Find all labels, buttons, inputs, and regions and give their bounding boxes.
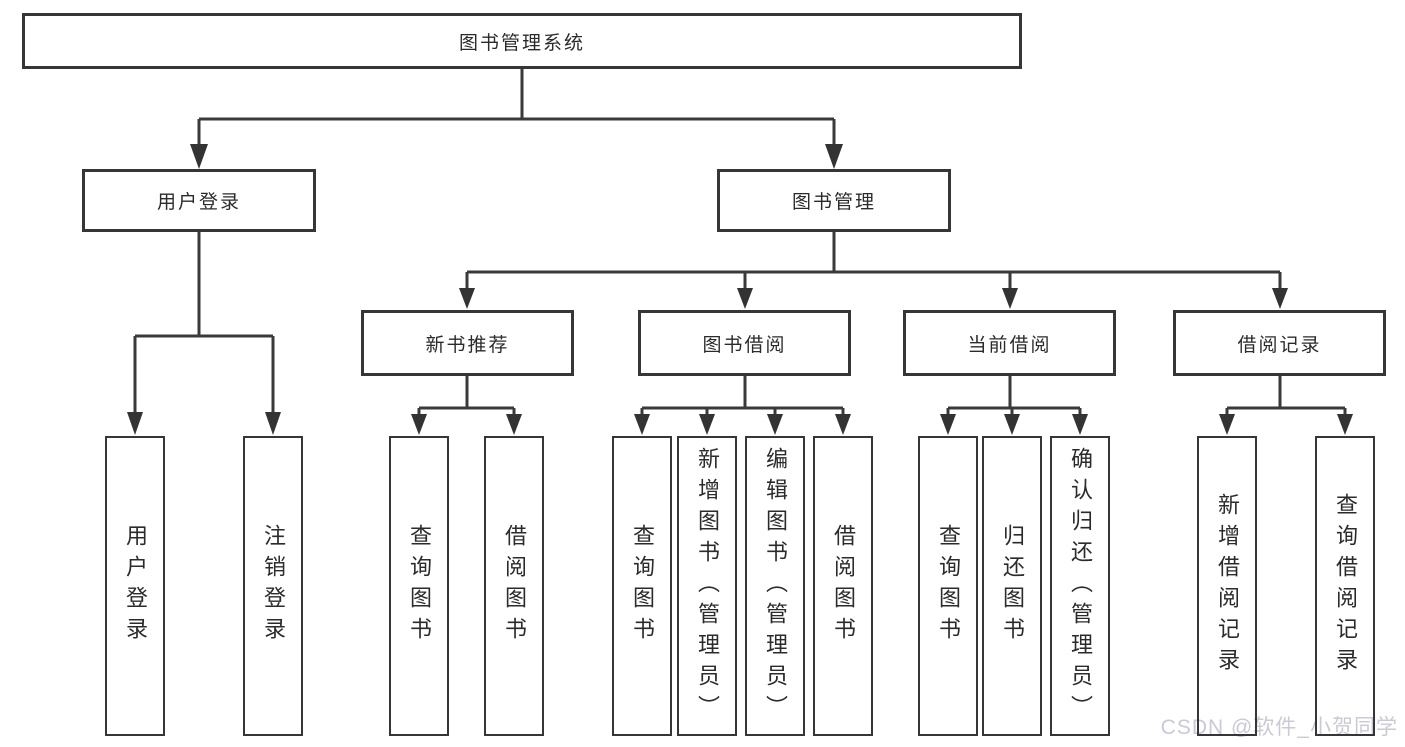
leaf-query-book-1-label: 查询图书 bbox=[407, 524, 432, 648]
node-root-label: 图书管理系统 bbox=[458, 32, 585, 54]
node-book-borrow-label: 图书借阅 bbox=[702, 334, 787, 356]
node-book-management: 图书管理 bbox=[717, 169, 951, 232]
node-new-book-recommend: 新书推荐 bbox=[361, 310, 574, 376]
node-borrow-record-label: 借阅记录 bbox=[1237, 334, 1322, 356]
leaf-add-borrow-record: 新增借阅记录 bbox=[1197, 436, 1257, 736]
node-current-borrow-label: 当前借阅 bbox=[967, 334, 1052, 356]
leaf-return-book: 归还图书 bbox=[982, 436, 1042, 736]
leaf-logout-label: 注销登录 bbox=[261, 524, 286, 648]
leaf-edit-book-admin-label: 编辑图书（管理员） bbox=[763, 446, 788, 726]
node-book-management-label: 图书管理 bbox=[791, 192, 876, 213]
leaf-confirm-return-admin: 确认归还（管理员） bbox=[1050, 436, 1110, 736]
leaf-edit-book-admin: 编辑图书（管理员） bbox=[745, 436, 805, 736]
leaf-add-book-admin: 新增图书（管理员） bbox=[677, 436, 737, 736]
leaf-query-book-2: 查询图书 bbox=[612, 436, 672, 736]
leaf-query-book-1: 查询图书 bbox=[389, 436, 449, 736]
leaf-borrow-book-1: 借阅图书 bbox=[484, 436, 544, 736]
leaf-borrow-book-2-label: 借阅图书 bbox=[831, 524, 856, 648]
node-book-borrow: 图书借阅 bbox=[638, 310, 851, 376]
leaf-query-borrow-record-label: 查询借阅记录 bbox=[1333, 493, 1358, 679]
node-user-login-label: 用户登录 bbox=[156, 192, 241, 213]
arrowheads bbox=[127, 144, 1353, 435]
node-root: 图书管理系统 bbox=[22, 13, 1022, 69]
node-current-borrow: 当前借阅 bbox=[903, 310, 1116, 376]
leaf-return-book-label: 归还图书 bbox=[1000, 524, 1025, 648]
leaf-query-book-3: 查询图书 bbox=[918, 436, 978, 736]
leaf-borrow-book-2: 借阅图书 bbox=[813, 436, 873, 736]
leaf-user-login-label: 用户登录 bbox=[123, 524, 148, 648]
node-new-book-recommend-label: 新书推荐 bbox=[425, 334, 510, 356]
leaf-add-book-admin-label: 新增图书（管理员） bbox=[695, 446, 720, 726]
node-borrow-record: 借阅记录 bbox=[1173, 310, 1386, 376]
leaf-user-login: 用户登录 bbox=[105, 436, 165, 736]
leaf-query-book-3-label: 查询图书 bbox=[936, 524, 961, 648]
leaf-borrow-book-1-label: 借阅图书 bbox=[502, 524, 527, 648]
node-user-login: 用户登录 bbox=[82, 169, 316, 232]
leaf-query-book-2-label: 查询图书 bbox=[630, 524, 655, 648]
leaf-logout: 注销登录 bbox=[243, 436, 303, 736]
leaf-query-borrow-record: 查询借阅记录 bbox=[1315, 436, 1375, 736]
csdn-watermark: CSDN @软件_小贺同学 bbox=[1160, 716, 1398, 739]
leaf-add-borrow-record-label: 新增借阅记录 bbox=[1215, 493, 1240, 679]
leaf-confirm-return-admin-label: 确认归还（管理员） bbox=[1068, 446, 1093, 726]
